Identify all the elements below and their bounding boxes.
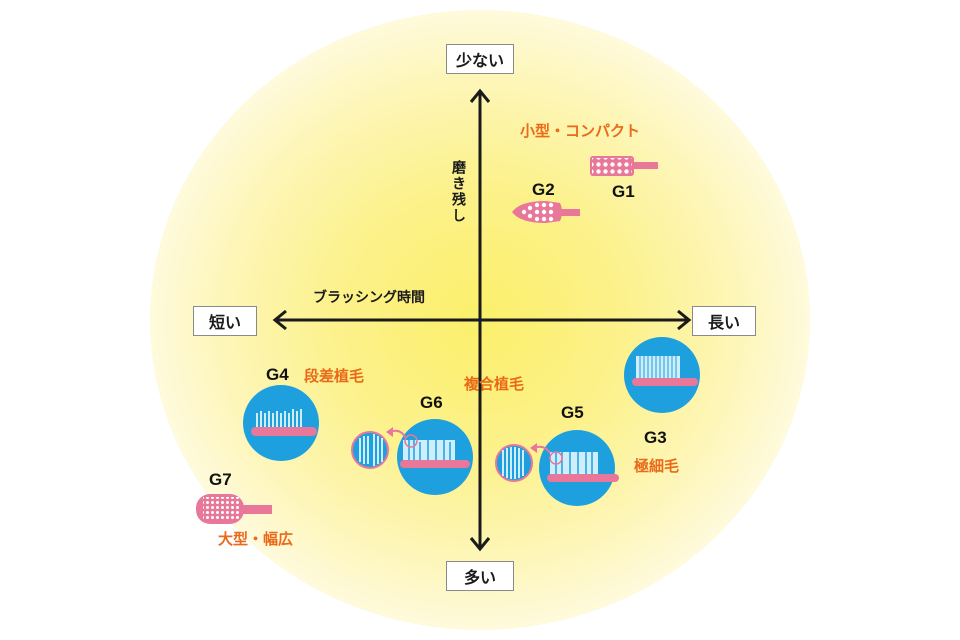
g7-feature-label: 大型・幅広 (218, 530, 294, 548)
horizontal-right-label: 長い (692, 306, 756, 336)
g6-label: G6 (420, 393, 443, 412)
g1-brush-icon (590, 156, 658, 176)
g1-feature-label: 小型・コンパクト (520, 122, 641, 140)
vertical-top-label: 少ない (446, 44, 514, 74)
horizontal-axis-title: ブラッシング時間 (313, 290, 425, 306)
g5-g6-feature-label: 複合植毛 (464, 375, 525, 393)
horizontal-axis (272, 309, 692, 331)
g1-label: G1 (612, 182, 635, 201)
g2-brush-icon (512, 201, 580, 223)
g3-brush-icon (624, 337, 700, 413)
g7-brush-icon (196, 494, 272, 524)
g4-feature-label: 段差植毛 (304, 367, 365, 385)
horizontal-left-label: 短い (193, 306, 257, 336)
g4-label: G4 (266, 365, 289, 384)
g4-brush-icon (243, 385, 319, 461)
g7-label: G7 (209, 470, 232, 489)
vertical-axis-title: 磨き残し (450, 160, 466, 224)
vertical-bottom-label: 多い (446, 561, 514, 591)
g6-brush-icon (351, 419, 473, 495)
g5-brush-icon (495, 430, 619, 506)
g3-feature-label: 極細毛 (634, 457, 680, 475)
g2-label: G2 (532, 180, 555, 199)
g3-label: G3 (644, 428, 667, 447)
g5-label: G5 (561, 403, 584, 422)
